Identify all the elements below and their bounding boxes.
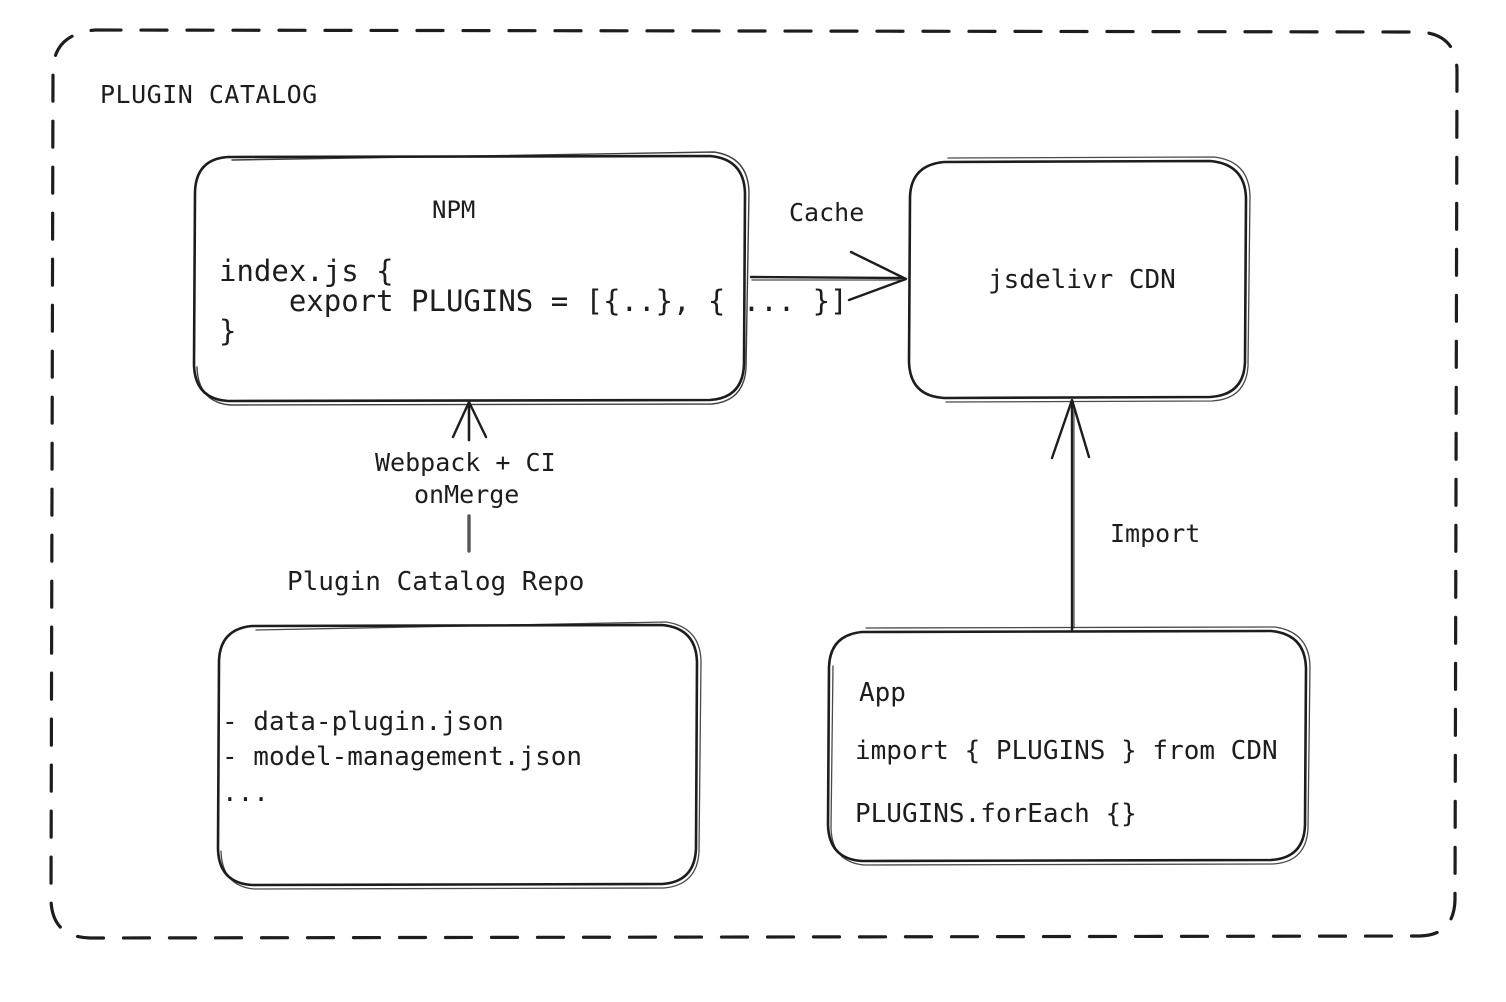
repo-file-item-3: ...: [222, 778, 269, 808]
cdn-node[interactable]: [908, 156, 1252, 403]
import-arrow-head: [1050, 398, 1091, 460]
npm-node[interactable]: [194, 156, 749, 406]
import-edge-label: Import: [1110, 519, 1201, 548]
app-code-line-1: import { PLUGINS } from CDN: [855, 736, 1278, 766]
cache-arrow-shaft: [749, 275, 905, 280]
cdn-box-title: jsdelivr CDN: [988, 265, 1176, 295]
npm-box-title: NPM: [432, 196, 476, 224]
cache-edge-label: Cache: [789, 198, 865, 227]
webpack-edge-label-line1: Webpack + CI: [375, 448, 556, 477]
group-title: PLUGIN CATALOG: [100, 80, 318, 109]
npm-code-line-2: export PLUGINS = [{..}, { ... }]: [219, 284, 848, 318]
repo-node[interactable]: [218, 622, 703, 890]
webpack-arrow-head: [451, 400, 488, 439]
npm-code-line-1: index.js {: [219, 254, 394, 288]
app-code-line-2: PLUGINS.forEach {}: [855, 799, 1137, 829]
cache-arrow-head: [847, 250, 908, 302]
npm-code-line-3: }: [219, 314, 237, 348]
webpack-edge-label-line2: onMerge: [414, 480, 520, 509]
repo-file-item-1: - data-plugin.json: [222, 707, 504, 737]
app-box-title: App: [859, 678, 906, 708]
app-node[interactable]: [828, 627, 1312, 865]
repo-box-caption: Plugin Catalog Repo: [287, 567, 585, 597]
repo-file-item-2: - model-management.json: [222, 742, 583, 772]
